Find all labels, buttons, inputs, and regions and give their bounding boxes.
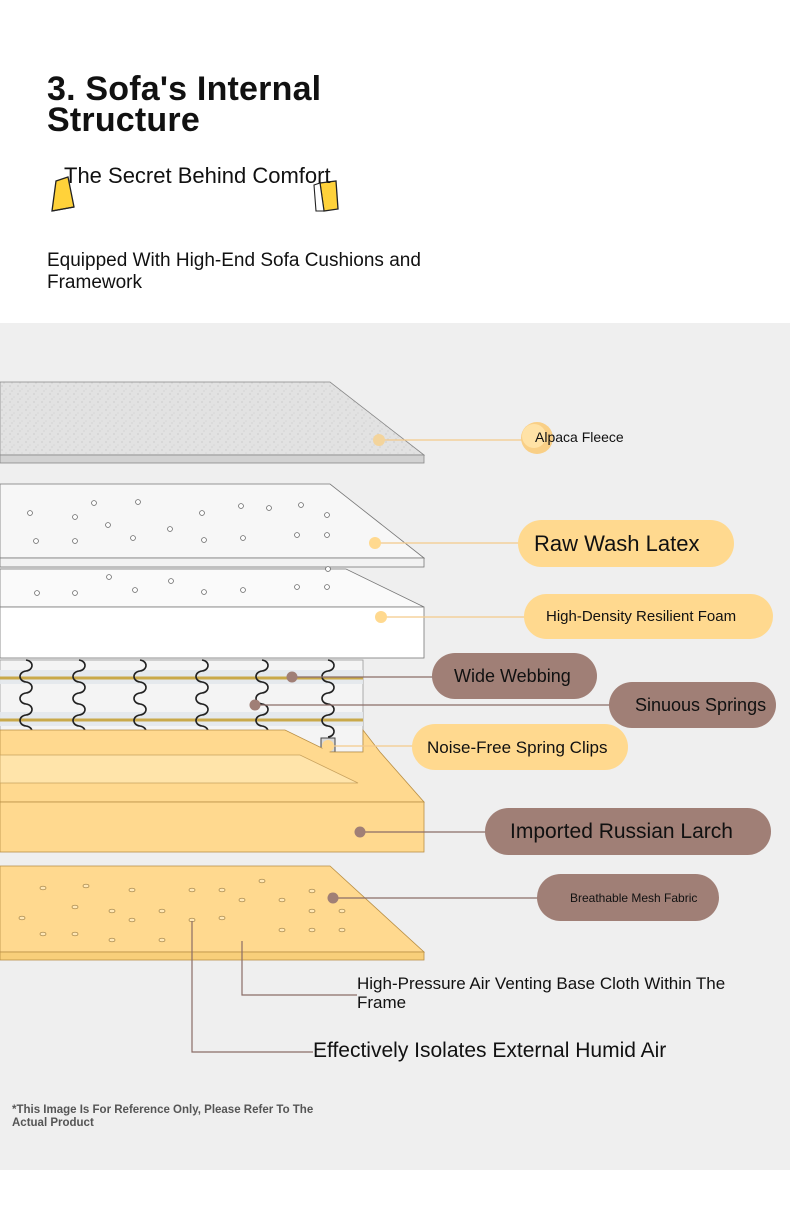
- label-resilient-foam: High-Density Resilient Foam: [524, 594, 773, 639]
- label-wide-webbing: Wide Webbing: [432, 653, 597, 699]
- subtitle-banner: The Secret Behind Comfort: [48, 163, 343, 215]
- label-raw-wash-latex: Raw Wash Latex: [518, 520, 734, 567]
- raw-wash-latex-layer: [0, 483, 426, 568]
- label-alpaca-fleece: Alpaca Fleece: [535, 429, 624, 445]
- label-noise-free-clips: Noise-Free Spring Clips: [412, 724, 628, 770]
- label-russian-larch: Imported Russian Larch: [485, 808, 771, 855]
- alpaca-fleece-marker: [521, 422, 553, 454]
- russian-larch-frame: [0, 728, 425, 853]
- callout-isolates-humid-air: Effectively Isolates External Humid Air: [313, 1039, 667, 1062]
- page-title: 3. Sofa's Internal Structure: [47, 70, 322, 139]
- page-subtitle: The Secret Behind Comfort: [64, 163, 331, 188]
- label-sinuous-springs: Sinuous Springs: [609, 682, 776, 728]
- page-description: Equipped With High-End Sofa Cushions and…: [47, 250, 421, 293]
- resilient-foam-layer: [0, 568, 425, 659]
- subtitle-bracket-decoration: [51, 176, 339, 212]
- leader-lines: [191, 439, 612, 1053]
- sinuous-springs: [19, 659, 335, 738]
- footnote: *This Image Is For Reference Only, Pleas…: [12, 1104, 314, 1129]
- alpaca-fleece-layer: [0, 381, 426, 464]
- breathable-mesh-layer: [0, 865, 426, 961]
- anchor-points: [249, 434, 387, 904]
- label-breathable-mesh: Breathable Mesh Fabric: [537, 874, 719, 921]
- callout-venting-base-cloth: High-Pressure Air Venting Base Cloth Wit…: [357, 974, 726, 1012]
